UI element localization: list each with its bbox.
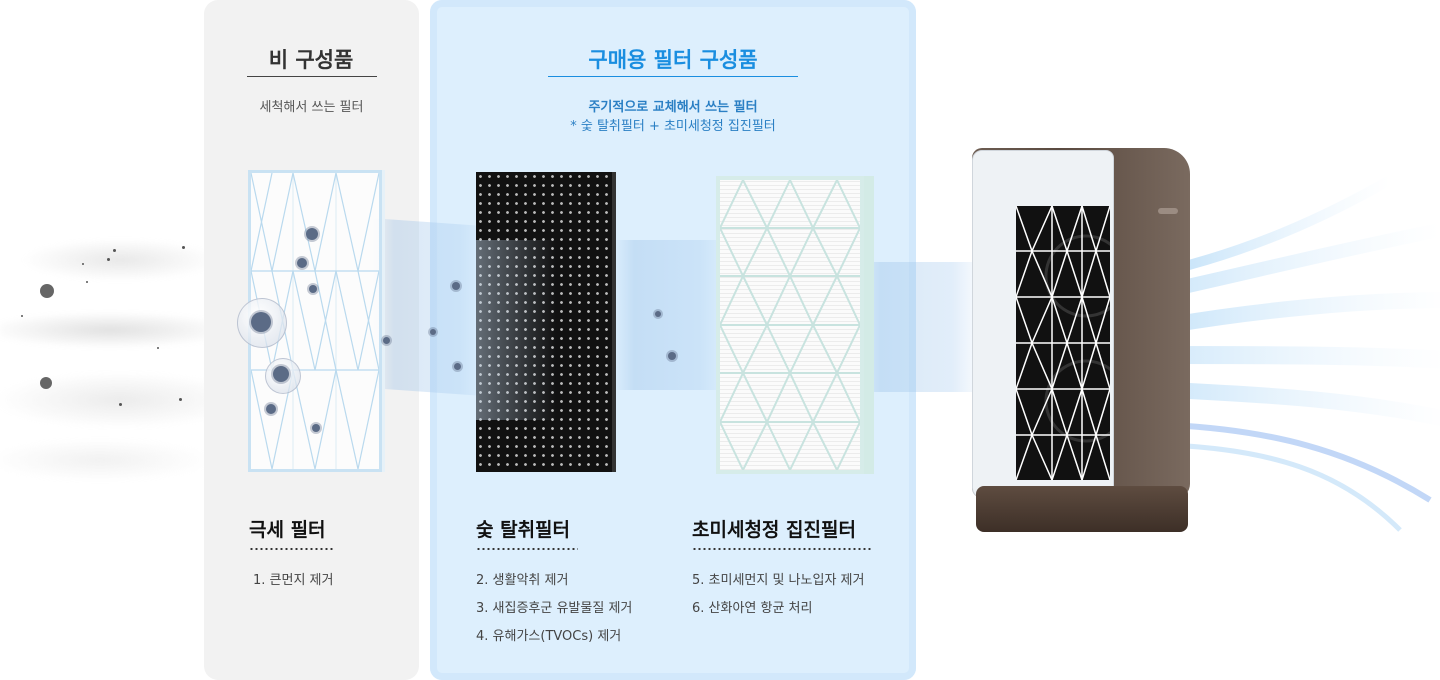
purchase-component-note: * 숯 탈취필터 + 초미세청정 집진필터: [570, 119, 776, 134]
dotted-divider: [476, 548, 578, 550]
filter-feature-item: 3. 새집증후군 유발물질 제거: [476, 601, 633, 616]
virus-icon: [454, 363, 461, 370]
lattice-pattern: [1016, 206, 1110, 480]
filter-feature-item: 1. 큰먼지 제거: [253, 573, 334, 588]
filter-name-fine-mesh: 극세 필터: [249, 519, 326, 541]
airflow-glow: [476, 240, 556, 420]
lattice-pattern: [720, 180, 860, 470]
dust-particle-icon: [119, 403, 122, 406]
dust-particle-icon: [179, 398, 182, 401]
ultrafine-dust-collecting-filter-image: [716, 176, 864, 474]
virus-icon: [430, 329, 436, 335]
virus-icon: [297, 258, 307, 268]
virus-icon: [251, 312, 271, 332]
purchase-component-title: 구매용 필터 구성품: [588, 48, 758, 72]
virus-icon: [312, 424, 320, 432]
virus-icon: [266, 404, 276, 414]
virus-icon: [655, 311, 661, 317]
dust-particle-icon: [82, 263, 84, 265]
dust-particle-icon: [40, 284, 54, 298]
dotted-divider: [692, 548, 872, 550]
filter-feature-item: 5. 초미세먼지 및 나노입자 제거: [692, 573, 865, 588]
dust-particle-icon: [113, 249, 116, 252]
virus-icon: [668, 352, 676, 360]
dust-particle-icon: [86, 281, 88, 283]
dust-particle-icon: [40, 377, 52, 389]
filter-feature-item: 2. 생활악취 제거: [476, 573, 569, 588]
virus-icon: [273, 366, 289, 382]
airflow-beam: [856, 262, 976, 392]
airflow-beam: [372, 218, 482, 396]
filter-feature-item: 6. 산화아연 항균 처리: [692, 601, 813, 616]
filter-name-carbon: 숯 탈취필터: [476, 519, 571, 541]
carbon-deodorizing-filter-image: [476, 172, 616, 472]
non-component-title: 비 구성품: [268, 48, 354, 72]
filter-name-ultrafine: 초미세청정 집진필터: [692, 519, 856, 541]
purifier-fan-chamber: [1016, 206, 1110, 480]
purifier-base: [976, 486, 1188, 532]
lattice-pattern: [251, 173, 379, 469]
airflow-beam: [612, 240, 722, 390]
dust-particle-icon: [157, 347, 159, 349]
dust-particle-icon: [182, 246, 185, 249]
dust-particle-icon: [21, 315, 23, 317]
filter-feature-item: 4. 유해가스(TVOCs) 제거: [476, 629, 622, 644]
clean-air-illustration: [1168, 175, 1440, 532]
virus-icon: [306, 228, 318, 240]
brand-logo: [1158, 208, 1178, 214]
virus-icon: [452, 282, 460, 290]
dust-particle-icon: [107, 258, 110, 261]
title-divider: [247, 76, 377, 77]
virus-icon: [309, 285, 317, 293]
non-component-subtitle: 세척해서 쓰는 필터: [259, 100, 364, 115]
dotted-divider: [249, 548, 333, 550]
virus-icon: [383, 337, 390, 344]
title-divider: [548, 76, 798, 77]
purchase-component-subtitle: 주기적으로 교체해서 쓰는 필터: [588, 100, 758, 115]
